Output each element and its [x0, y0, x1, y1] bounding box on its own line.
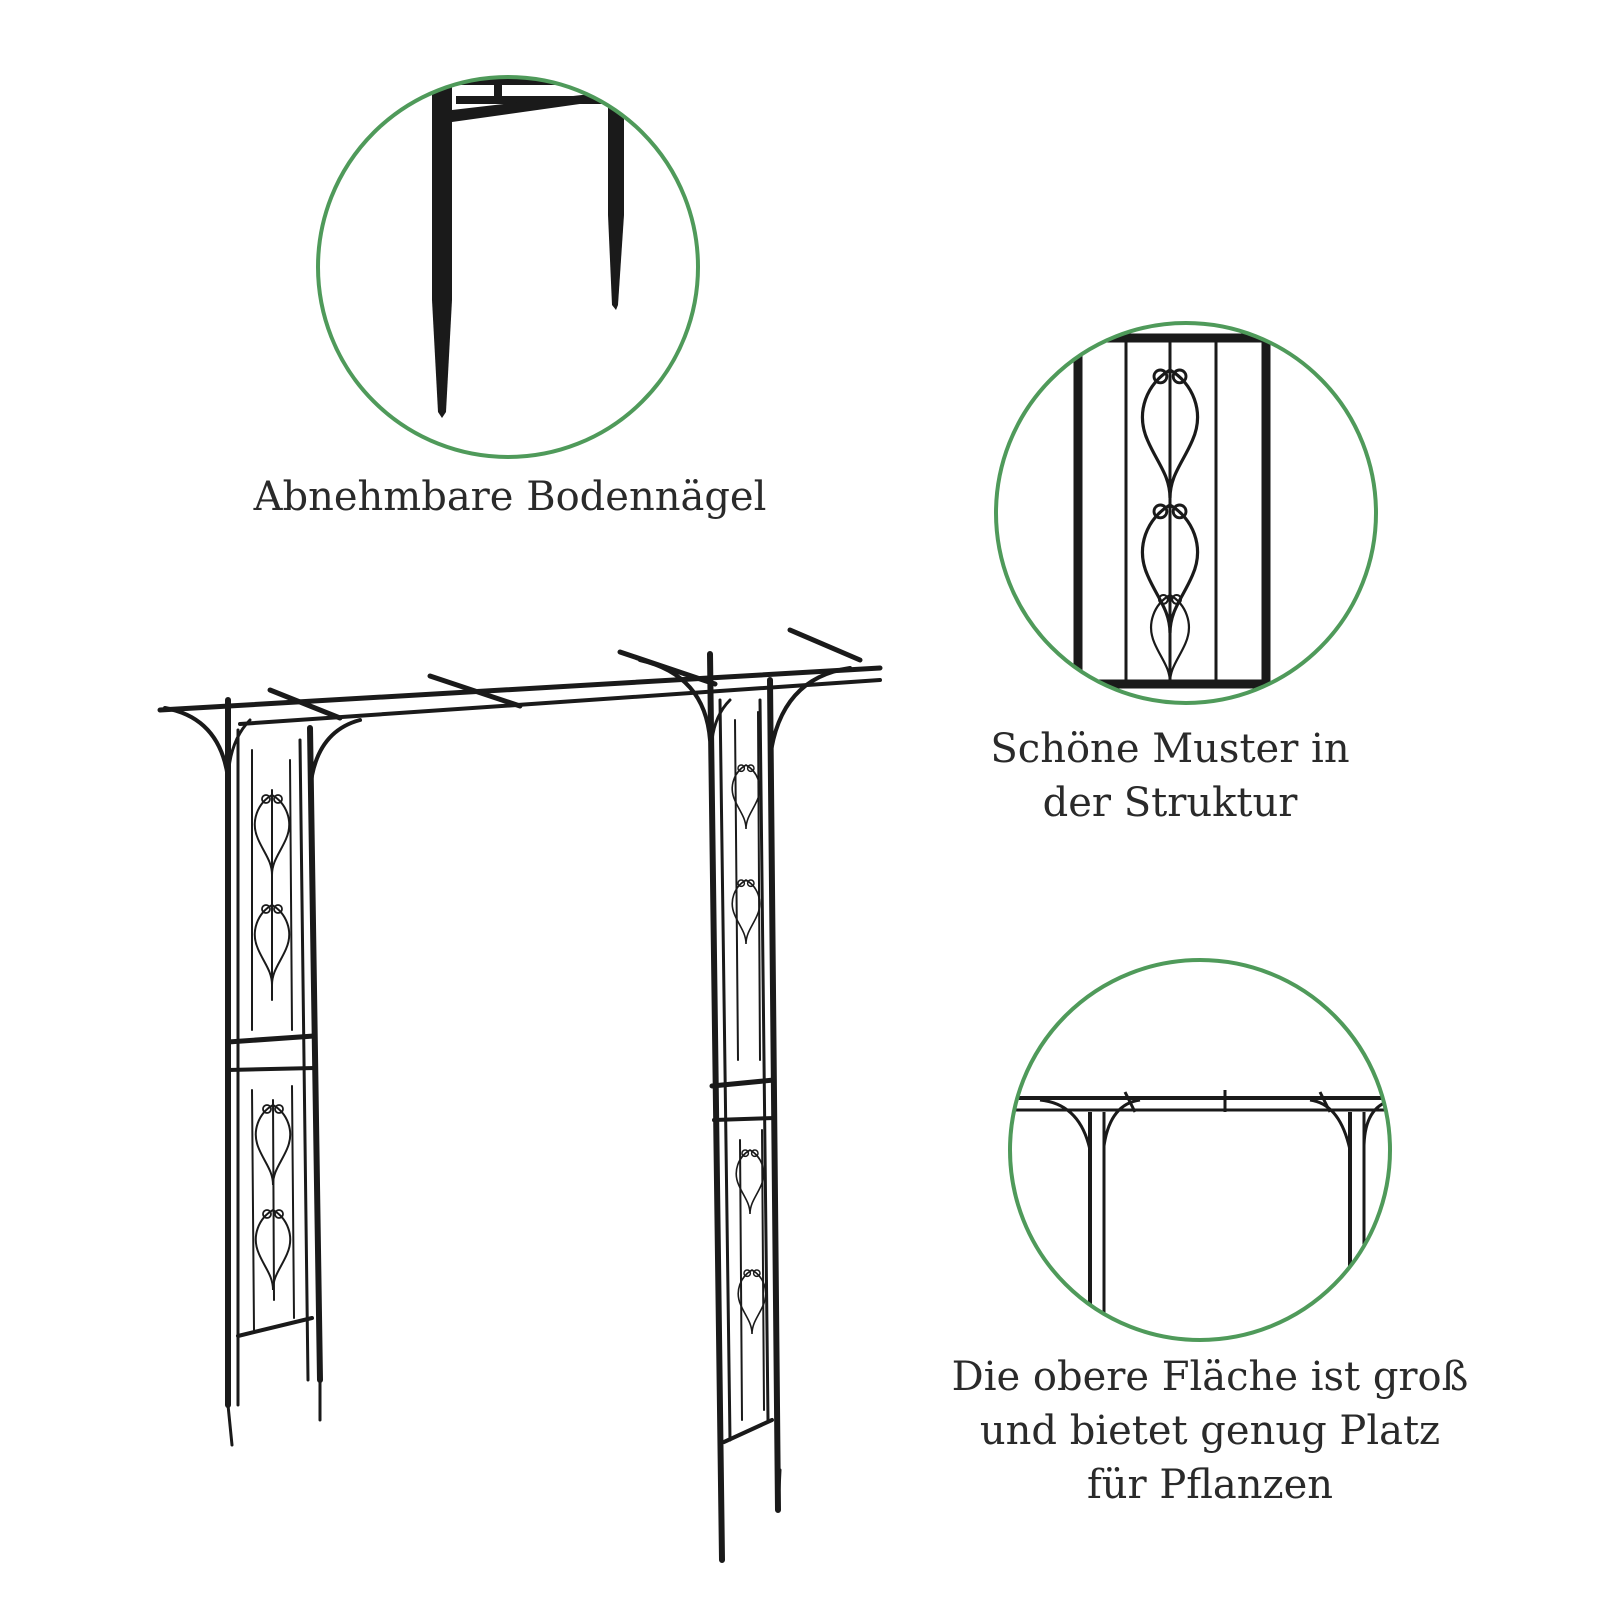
caption-line: Abnehmbare Bodennägel: [253, 474, 767, 520]
ground-stake-detail: [316, 75, 700, 459]
detail-circle-3: [1008, 958, 1392, 1342]
caption-line: Schöne Muster in: [990, 726, 1350, 772]
caption-pattern: Schöne Muster in der Struktur: [960, 722, 1380, 830]
scroll-pattern-detail: [994, 321, 1378, 705]
caption-line: der Struktur: [1042, 780, 1298, 826]
caption-line: Die obere Fläche ist groß: [951, 1354, 1469, 1400]
caption-line: und bietet genug Platz: [979, 1408, 1441, 1454]
detail-circle-1: [316, 75, 700, 459]
caption-top-surface: Die obere Fläche ist groß und bietet gen…: [930, 1350, 1490, 1512]
detail-circle-2: [994, 321, 1378, 705]
caption-line: für Pflanzen: [1086, 1462, 1334, 1508]
arch-top-detail: [1008, 958, 1392, 1342]
garden-arch: [157, 627, 883, 1563]
caption-ground-stakes: Abnehmbare Bodennägel: [230, 470, 790, 524]
